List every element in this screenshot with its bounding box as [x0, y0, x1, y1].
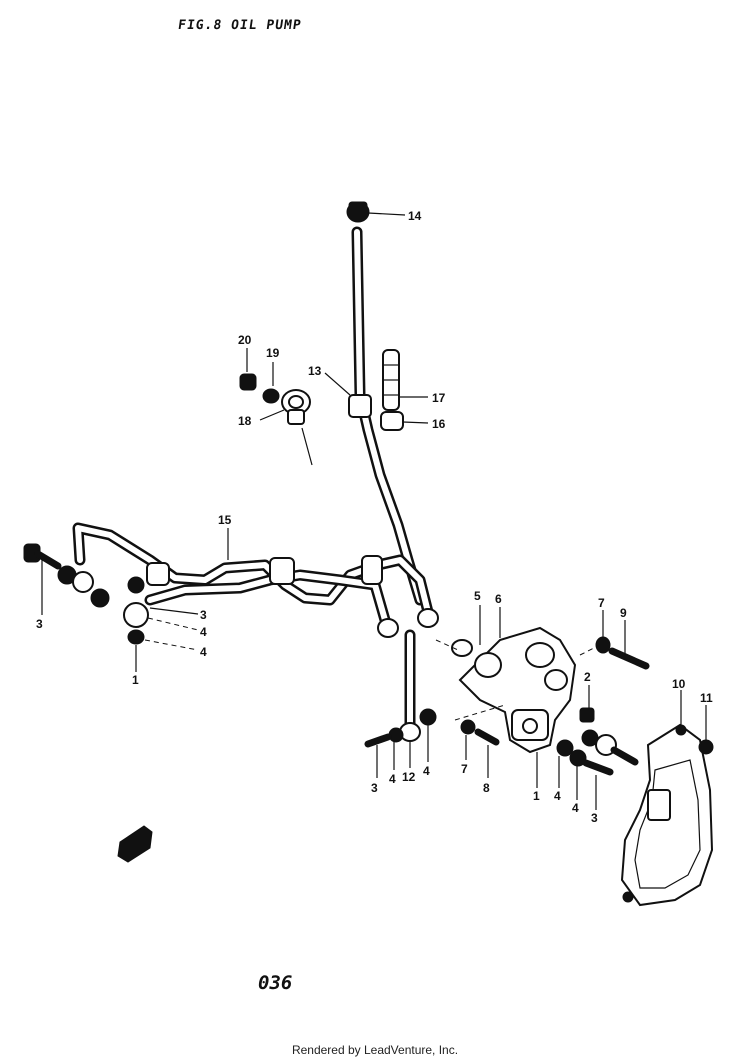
callout-4-pump-b: 4 [572, 801, 579, 815]
callout-14: 14 [408, 209, 422, 223]
callout-18: 18 [238, 414, 252, 428]
callout-10: 10 [672, 677, 686, 691]
screws-7-8 [460, 719, 500, 746]
callout-9: 9 [620, 606, 627, 620]
screw-9 [595, 636, 650, 670]
callout-13: 13 [308, 364, 322, 378]
washer-19 [262, 388, 280, 404]
callout-4-pump-a: 4 [554, 789, 561, 803]
grommet-18 [281, 389, 311, 425]
callout-12: 12 [402, 770, 416, 784]
page-number: 036 [258, 972, 293, 994]
union-bolt [380, 349, 404, 431]
callout-4-pipe-b: 4 [200, 645, 207, 659]
pipe-cap [346, 201, 370, 223]
horizontal-oil-pipe [72, 522, 439, 638]
callout-4-bottom-b: 4 [423, 764, 430, 778]
pipe-clamp [348, 394, 372, 418]
callout-19: 19 [266, 346, 280, 360]
lower-oil-pipe [364, 629, 437, 748]
callout-16: 16 [432, 417, 446, 431]
callout-2: 2 [584, 670, 591, 684]
callout-7-bottom: 7 [461, 762, 468, 776]
callout-1-left: 1 [132, 673, 139, 687]
callout-3-pipe: 3 [200, 608, 207, 622]
left-banjo-fitting [123, 576, 149, 645]
callout-3-bottom: 3 [371, 781, 378, 795]
footer-credit: Rendered by LeadVenture, Inc. [291, 1043, 459, 1057]
pump-cover-10 [620, 723, 714, 907]
leader-lines [41, 212, 707, 810]
callout-20: 20 [238, 333, 252, 347]
callout-11: 11 [700, 691, 713, 705]
callout-3-left: 3 [36, 617, 43, 631]
callout-3-pump: 3 [591, 811, 598, 825]
washer-2 [579, 707, 595, 723]
vertical-oil-pipe [348, 226, 426, 606]
callout-7-top: 7 [598, 596, 605, 610]
screw-11 [698, 739, 714, 755]
callout-1-pump: 1 [533, 789, 540, 803]
callout-15: 15 [218, 513, 232, 527]
left-union-bolt [23, 543, 110, 608]
callout-17: 17 [432, 391, 446, 405]
oil-pump-body [451, 626, 577, 754]
callout-4-bottom-a: 4 [389, 772, 396, 786]
callout-5: 5 [474, 589, 481, 603]
bolt-20 [239, 373, 257, 391]
callout-4-pipe-a: 4 [200, 625, 207, 639]
direction-arrow-icon [117, 825, 153, 863]
callout-6: 6 [495, 592, 502, 606]
callout-8: 8 [483, 781, 490, 795]
bottom-right-fittings [556, 729, 639, 776]
